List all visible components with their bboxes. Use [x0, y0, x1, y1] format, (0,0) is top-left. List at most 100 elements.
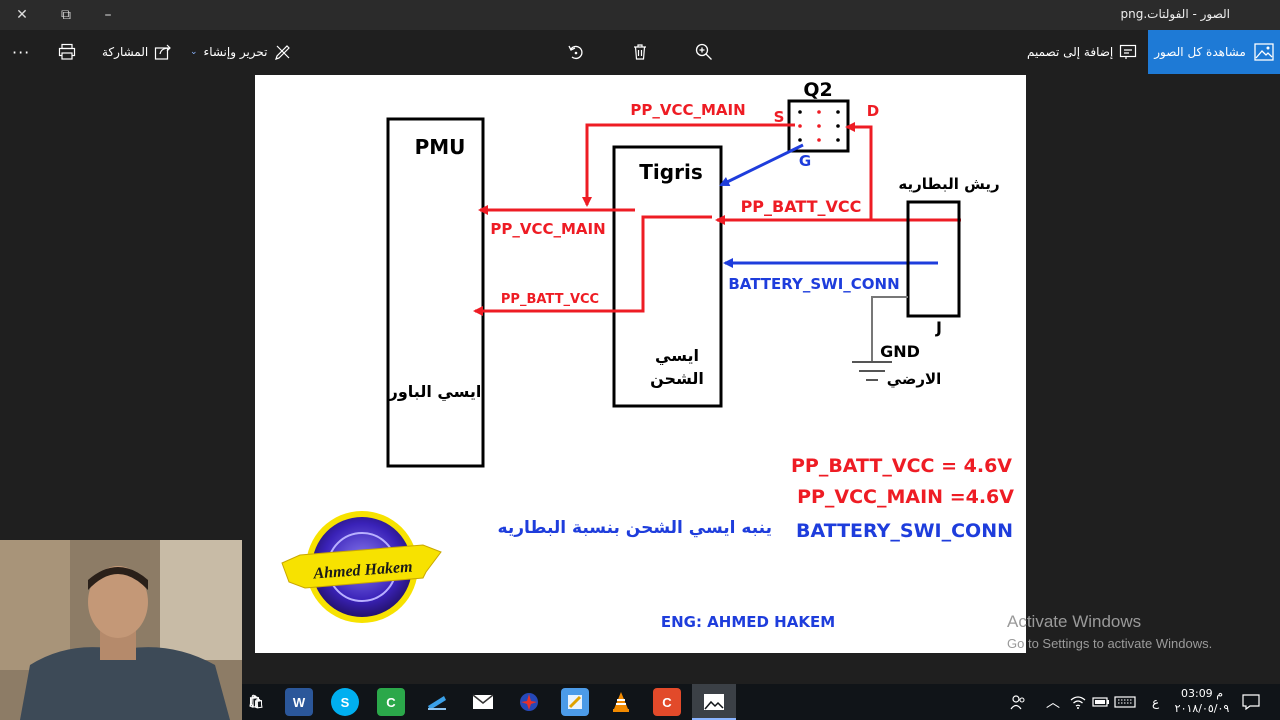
taskbar-word[interactable]: W — [285, 688, 313, 716]
print-button[interactable] — [58, 30, 76, 74]
tray-keyboard[interactable] — [1114, 684, 1136, 720]
edit-icon — [274, 45, 290, 60]
add-to-design-button[interactable]: إضافة إلى تصميم — [1027, 30, 1137, 74]
ground-symbol — [852, 361, 892, 381]
author-credit: ENG: AHMED HAKEM — [661, 613, 835, 631]
taskbar-game[interactable] — [515, 688, 543, 716]
wire-gate — [719, 143, 804, 187]
note-vcc-main: PP_VCC_MAIN =4.6V — [797, 486, 1014, 508]
wire-gnd — [871, 296, 908, 361]
share-label: المشاركة — [102, 45, 149, 59]
pmu-block — [386, 117, 485, 468]
rotate-button[interactable] — [567, 30, 585, 74]
connector-j-label: J — [935, 318, 942, 337]
net-label-vcc-main-top: PP_VCC_MAIN — [630, 101, 745, 119]
zoom-button[interactable] — [695, 30, 713, 74]
skype-icon: S — [340, 694, 350, 710]
net-label-batt-vcc-left: PP_BATT_VCC — [501, 292, 599, 307]
pin-s-label: S — [774, 108, 785, 126]
tray-wifi[interactable] — [1070, 684, 1086, 720]
title-bar: ✕ ⧉ – الصور - الفولتات.png — [0, 0, 1280, 30]
clock-date: ٢٠١٨/٠٥/٠٩ — [1174, 702, 1230, 715]
activation-watermark: Activate Windows Go to Settings to activ… — [1007, 612, 1212, 651]
delete-button[interactable] — [631, 30, 649, 74]
word-icon: W — [292, 694, 306, 710]
logo-text: Ahmed Hakem — [312, 559, 413, 583]
paint-icon — [428, 696, 446, 710]
taskbar-mail[interactable] — [469, 688, 497, 716]
people-icon — [1010, 695, 1025, 710]
photo-icon — [1254, 43, 1274, 61]
share-icon — [155, 44, 172, 60]
tigris-arabic-line2: الشحن — [650, 369, 704, 388]
schematic-diagram: PMU ايسي الباور Tigris ايسي الشحن Q2 S D… — [281, 79, 1014, 631]
view-all-photos-button[interactable]: مشاهدة كل الصور — [1148, 30, 1280, 74]
keyboard-icon — [1114, 696, 1136, 708]
share-button[interactable]: المشاركة — [102, 30, 172, 74]
pin-g-label: G — [799, 152, 811, 170]
note-arabic: ينبه ايسي الشحن بنسبة البطاريه — [498, 518, 772, 538]
pin-d-label: D — [867, 102, 879, 120]
clock-time: 03:09 م — [1180, 687, 1223, 700]
taskbar-vlc[interactable] — [607, 688, 635, 716]
photos-icon — [704, 694, 724, 710]
taskbar-camtasia[interactable]: C — [377, 688, 405, 716]
tray-chevron[interactable]: ︿ — [1046, 684, 1060, 720]
tigris-label: Tigris — [639, 160, 702, 184]
add-to-design-label: إضافة إلى تصميم — [1027, 45, 1114, 59]
tray-clock[interactable]: 03:09 م ٢٠١٨/٠٥/٠٩ — [1172, 686, 1232, 716]
ground-arabic-label: الارضي — [887, 370, 942, 388]
author-logo: Ahmed Hakem — [281, 511, 442, 623]
language-indicator: ع — [1152, 695, 1160, 709]
gnd-label: GND — [880, 342, 920, 361]
battery-connector — [906, 200, 961, 318]
wire-batt-vcc-to-pmu — [473, 215, 712, 316]
minimize-button[interactable]: – — [86, 0, 130, 30]
edit-label: تحرير وإنشاء — [203, 45, 268, 59]
webcam-overlay — [0, 540, 242, 720]
net-label-vcc-main-left: PP_VCC_MAIN — [490, 220, 605, 238]
chevron-down-icon: ⌄ — [190, 47, 198, 57]
slideshow-icon — [1120, 44, 1137, 59]
note-battery-swi: BATTERY_SWI_CONN — [796, 520, 1013, 542]
store-icon: 🛍 — [247, 694, 265, 709]
note-batt-vcc: PP_BATT_VCC = 4.6V — [791, 455, 1012, 477]
zoom-in-icon — [695, 43, 712, 60]
minimize-icon: – — [104, 7, 112, 23]
wire-vcc-main-loop — [582, 123, 795, 207]
taskbar-store[interactable]: 🛍 — [242, 688, 270, 716]
taskbar-skype[interactable]: S — [331, 688, 359, 716]
battery-icon — [1092, 697, 1109, 707]
game-icon — [520, 693, 538, 711]
window-title: الصور - الفولتات.png — [1120, 7, 1231, 21]
toolbar: ··· المشاركة ⌄ تحرير وإنشاء إضافة إلى تص… — [0, 30, 1280, 74]
pmu-arabic-label: ايسي الباور — [388, 382, 482, 402]
trash-icon — [634, 44, 646, 60]
taskbar-notepad[interactable] — [561, 688, 589, 716]
taskbar-photos-active[interactable] — [692, 684, 736, 720]
watermark-line1: Activate Windows — [1007, 612, 1142, 631]
net-label-batt-vcc-right: PP_BATT_VCC — [741, 197, 862, 216]
tray-language[interactable]: ع — [1152, 684, 1159, 720]
taskbar-paint[interactable] — [423, 688, 451, 716]
wire-batt-vcc-to-q2 — [845, 122, 873, 220]
tray-battery[interactable] — [1092, 684, 1110, 720]
notification-icon — [1242, 694, 1260, 710]
pmu-label: PMU — [415, 135, 466, 159]
net-label-battery-swi: BATTERY_SWI_CONN — [728, 275, 899, 293]
tray-people[interactable] — [1010, 684, 1026, 720]
close-button[interactable]: ✕ — [0, 0, 44, 30]
restore-button[interactable]: ⧉ — [44, 0, 88, 30]
edit-create-button[interactable]: ⌄ تحرير وإنشاء — [190, 30, 292, 74]
more-icon: ··· — [12, 42, 31, 62]
close-icon: ✕ — [16, 7, 28, 23]
image-viewer[interactable]: PMU ايسي الباور Tigris ايسي الشحن Q2 S D… — [255, 75, 1026, 653]
rotate-icon — [568, 45, 583, 60]
tray-notifications[interactable] — [1242, 684, 1260, 720]
camtasia-icon: C — [386, 694, 396, 710]
print-icon — [58, 43, 76, 60]
more-button[interactable]: ··· — [12, 30, 30, 74]
restore-icon: ⧉ — [61, 7, 71, 23]
taskbar-recorder[interactable]: C — [653, 688, 681, 716]
watermark-line2: Go to Settings to activate Windows. — [1007, 636, 1213, 651]
